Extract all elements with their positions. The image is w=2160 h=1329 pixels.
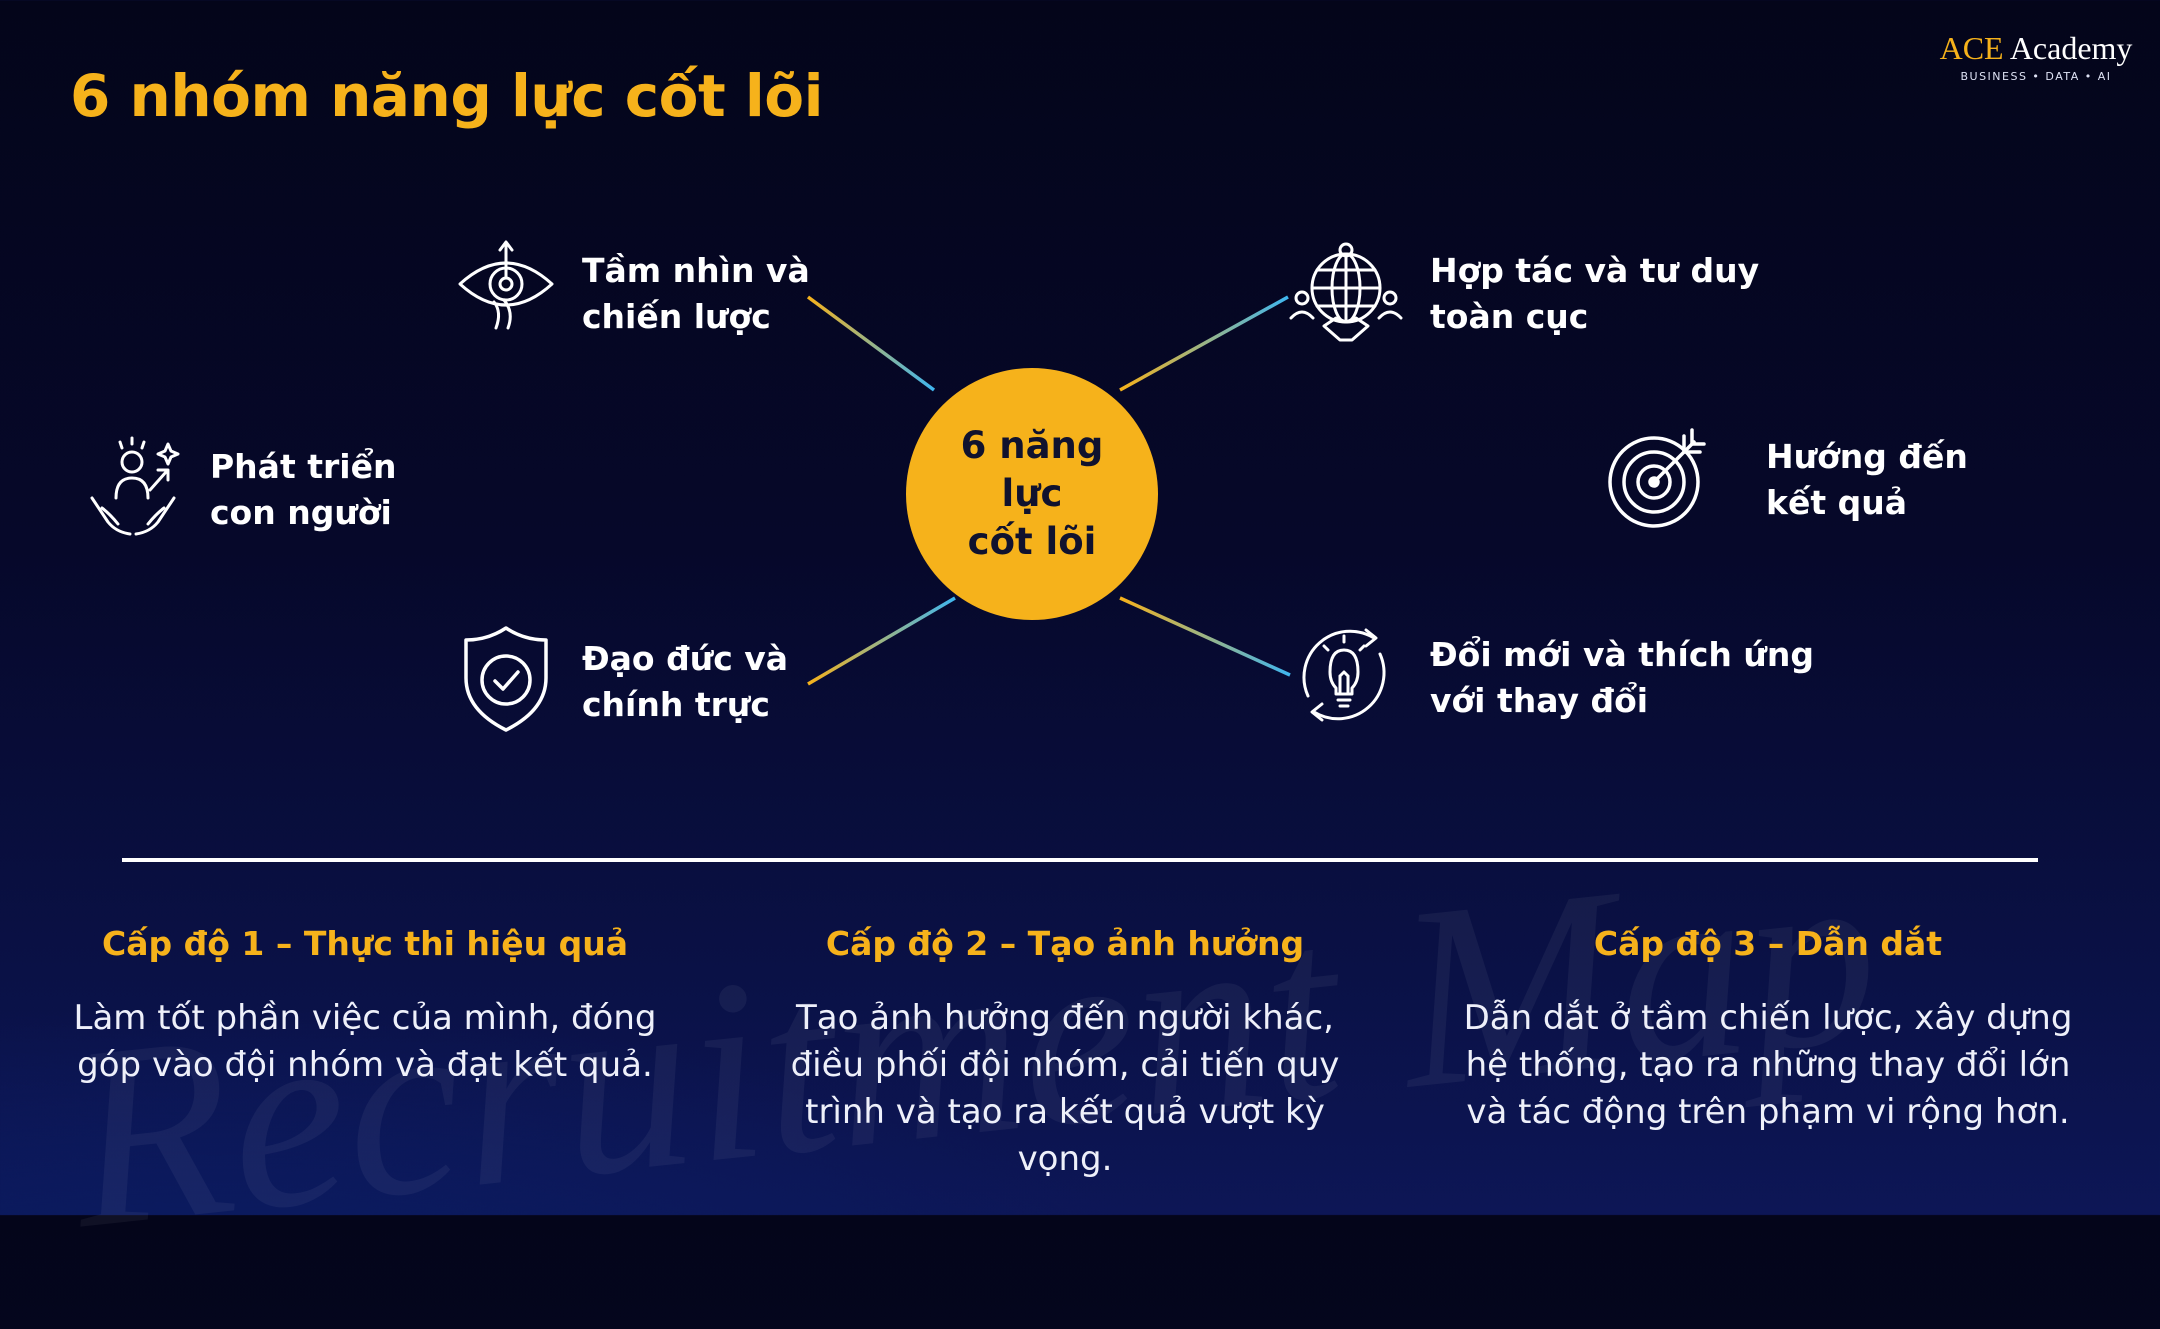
level-1-desc: Làm tốt phần việc của mình, đóng góp vào… — [73, 998, 657, 1085]
spoke-lines — [434, 295, 1582, 686]
brand-name: ACE Academy — [1936, 32, 2136, 64]
competency-label-results: Hướng đến kết quả — [1766, 437, 1968, 523]
level-3: Cấp độ 3 – Dẫn dắt Dẫn dắt ở tầm chiến l… — [1458, 924, 2078, 1136]
shield-check-icon — [464, 626, 548, 732]
spoke-bottom-right — [1119, 596, 1291, 677]
spoke-top-left — [806, 295, 936, 392]
competency-label-ethics: Đạo đức và chính trực — [582, 639, 789, 725]
brand-tagline: BUSINESS • DATA • AI — [1960, 70, 2112, 83]
global-handshake-icon — [1289, 242, 1403, 342]
page-title: 6 nhóm năng lực cốt lõi — [70, 62, 824, 130]
section-divider — [122, 858, 2038, 862]
competency-label-collaboration: Hợp tác và tư duy toàn cục — [1430, 251, 1760, 337]
brand-ace: ACE — [1939, 30, 2004, 66]
competency-label-people: Phát triển con người — [210, 447, 397, 533]
level-1-title: Cấp độ 1 – Thực thi hiệu quả — [102, 924, 628, 963]
competency-label-innovation: Đổi mới và thích ứng với thay đổi — [1430, 635, 1814, 721]
brand-logo: ACE Academy BUSINESS • DATA • AI — [1936, 32, 2136, 83]
level-2: Cấp độ 2 – Tạo ảnh hưởng Tạo ảnh hưởng đ… — [755, 924, 1375, 1183]
level-2-title: Cấp độ 2 – Tạo ảnh hưởng — [825, 924, 1305, 963]
spoke-top-right — [1119, 295, 1289, 392]
brand-academy: Academy — [2003, 30, 2133, 66]
level-2-desc: Tạo ảnh hưởng đến người khác, điều phối … — [790, 998, 1340, 1179]
level-1: Cấp độ 1 – Thực thi hiệu quả Làm tốt phầ… — [55, 924, 675, 1089]
core-hub: 6 năng lực cốt lõi — [906, 368, 1158, 620]
level-3-title: Cấp độ 3 – Dẫn dắt — [1593, 924, 1943, 963]
lightbulb-cycle-icon — [1302, 628, 1386, 722]
person-growth-icon — [90, 436, 180, 536]
competency-label-vision: Tầm nhìn và chiến lược — [582, 251, 810, 337]
target-arrow-icon — [1608, 428, 1706, 528]
level-3-desc: Dẫn dắt ở tầm chiến lược, xây dựng hệ th… — [1463, 998, 2073, 1132]
eye-vision-icon — [458, 240, 554, 330]
hub-label: 6 năng lực cốt lõi — [960, 423, 1104, 564]
spoke-bottom-left — [807, 596, 956, 686]
